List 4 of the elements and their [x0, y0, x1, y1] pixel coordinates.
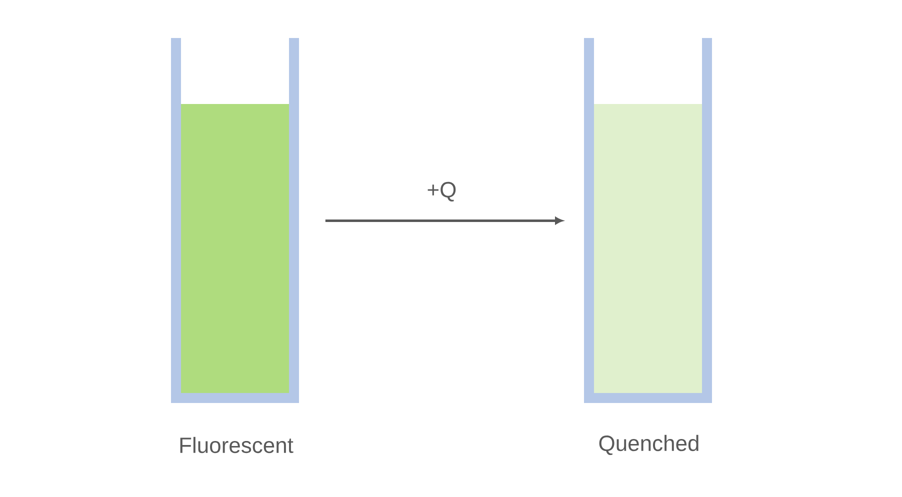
node-label: Fluorescent [180, 436, 294, 454]
node-label: Quenched [599, 434, 698, 456]
arrow [325, 217, 563, 224]
edge-label: +Q [428, 182, 456, 202]
